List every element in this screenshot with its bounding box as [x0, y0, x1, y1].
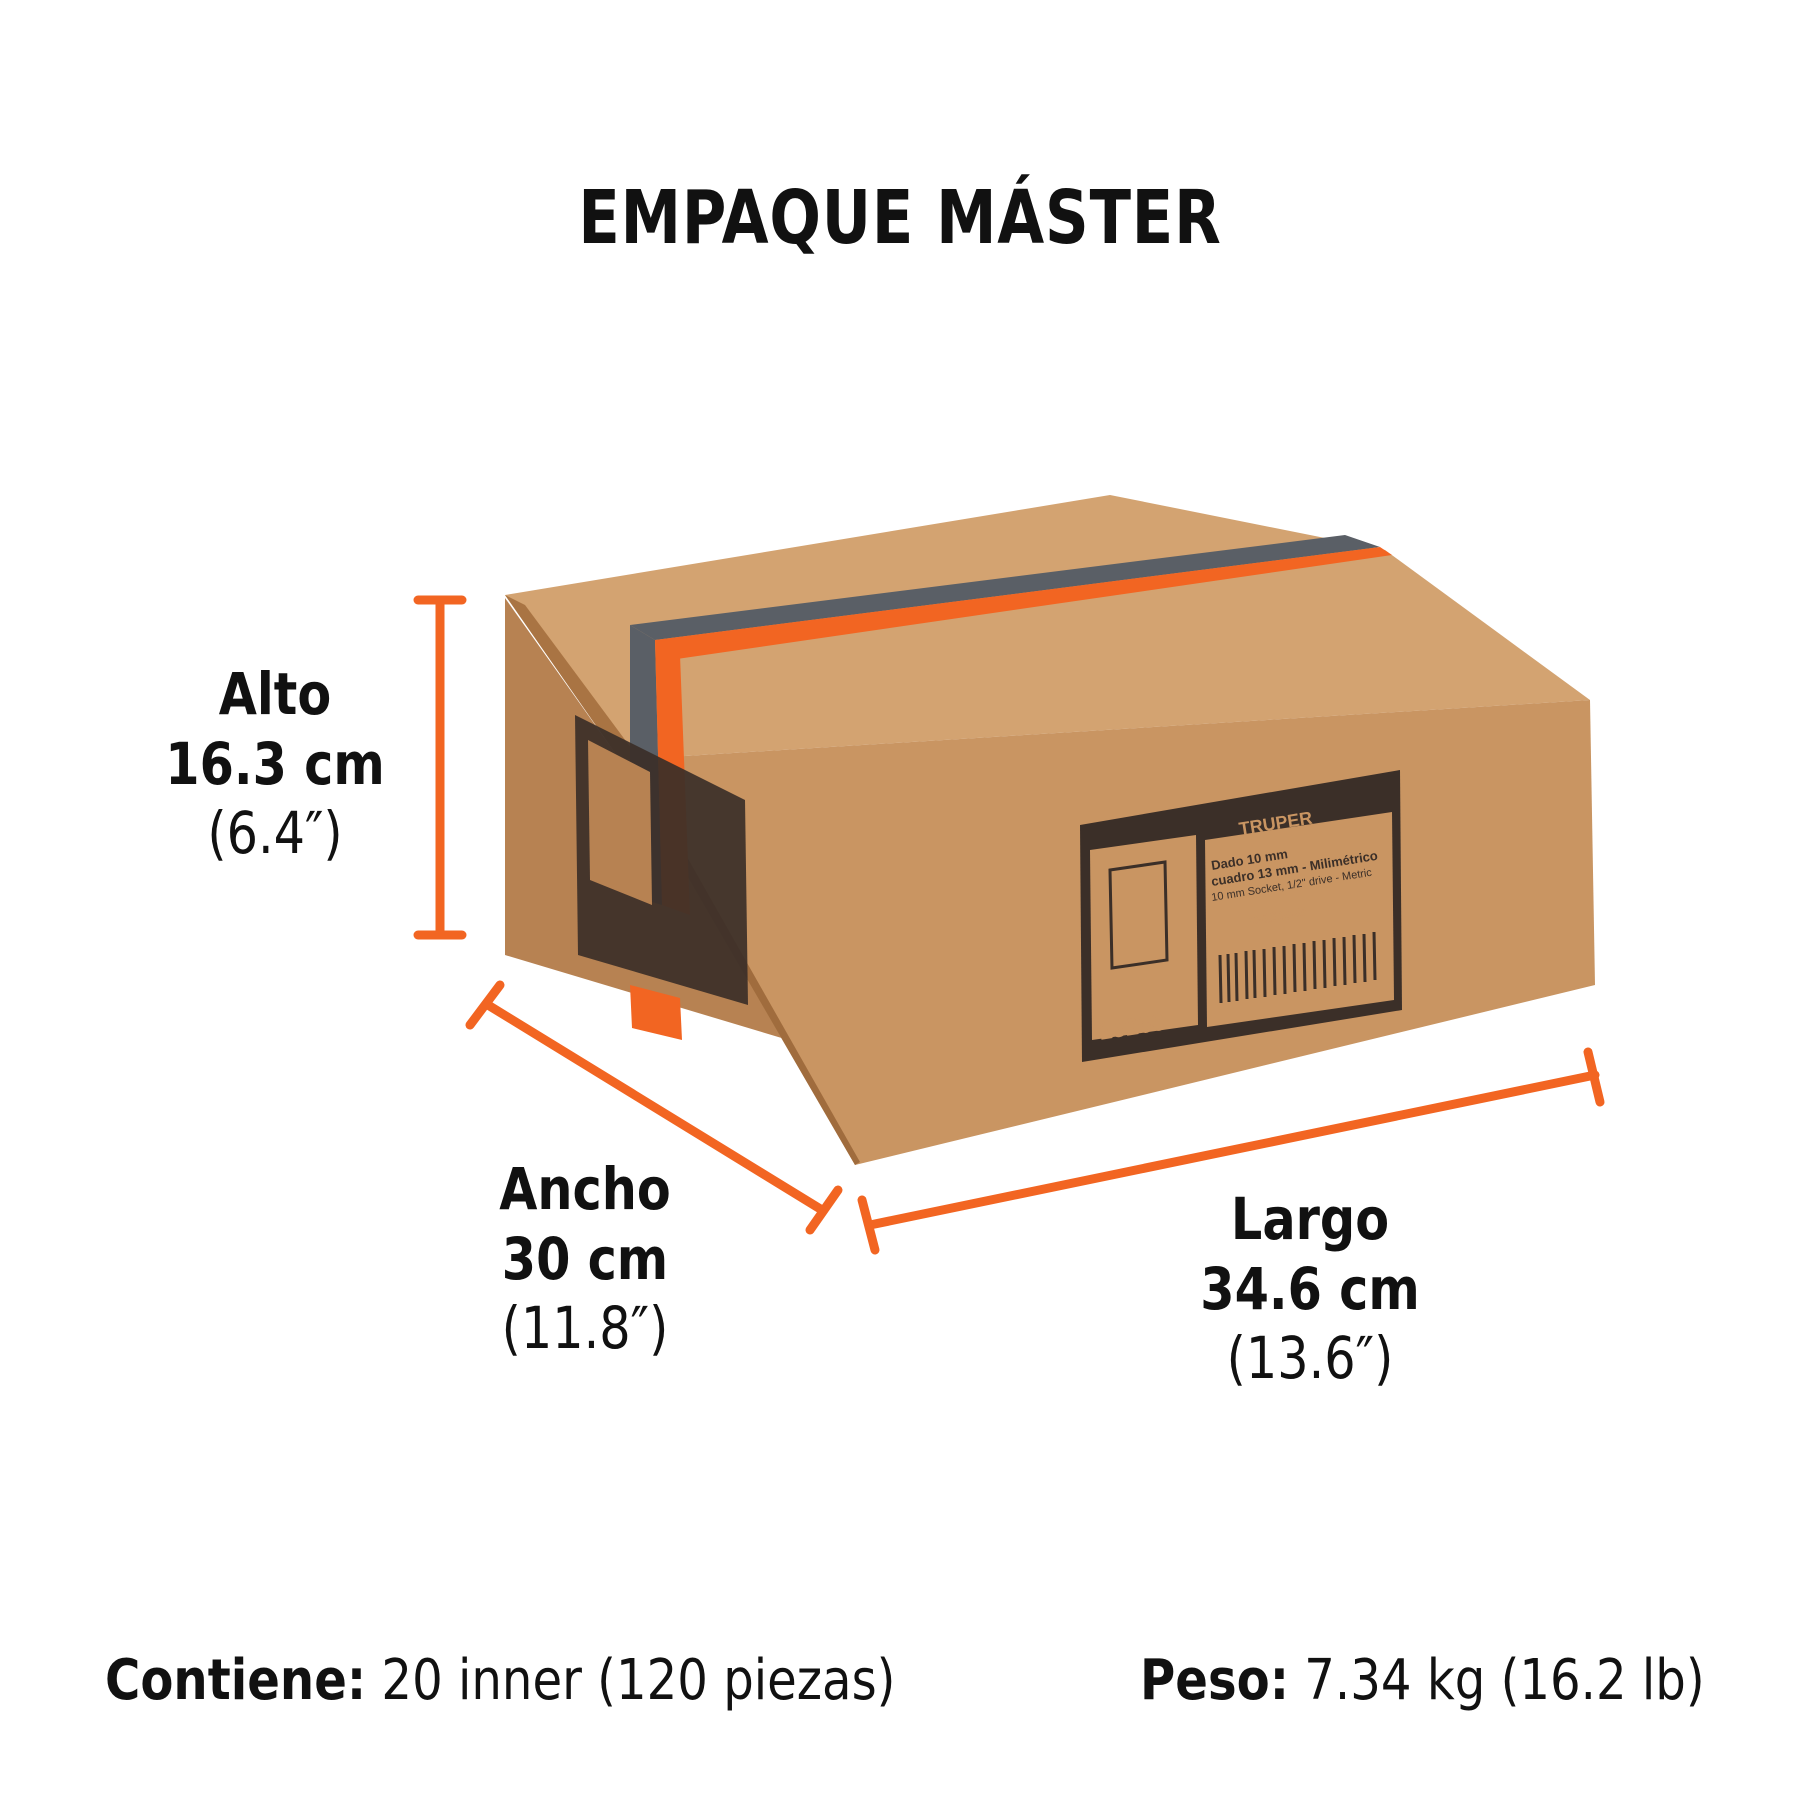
alto-dimension: Alto 16.3 cm (6.4″)	[130, 660, 420, 869]
contents-label: Contiene:	[105, 1648, 367, 1713]
weight-value: 7.34 kg (16.2 lb)	[1288, 1648, 1705, 1713]
ancho-dimension-line	[465, 980, 843, 1235]
tape-orange	[655, 547, 1392, 660]
contents-value: 20 inner (120 piezas)	[366, 1648, 896, 1713]
side-label-inner	[588, 740, 652, 905]
tape-dark	[630, 535, 1380, 640]
page-title: EMPAQUE MÁSTER	[578, 175, 1222, 261]
alto-label: Alto	[218, 660, 332, 728]
largo-imperial: (13.6″)	[1226, 1324, 1394, 1393]
largo-value: 34.6 cm	[1200, 1254, 1420, 1323]
ancho-label: Ancho	[499, 1155, 671, 1223]
largo-label: Largo	[1230, 1185, 1390, 1253]
ancho-dimension: Ancho 30 cm (11.8″)	[440, 1155, 730, 1364]
largo-dimension: Largo 34.6 cm (13.6″)	[1160, 1185, 1460, 1394]
alto-value: 16.3 cm	[165, 729, 385, 798]
ancho-imperial: (11.8″)	[501, 1294, 669, 1363]
alto-dimension-line	[413, 595, 467, 940]
dimension-lines	[413, 595, 1605, 1255]
barcode	[1218, 931, 1377, 1004]
front-label-inner	[1090, 835, 1198, 1040]
weight-info: Peso: 7.34 kg (16.2 lb)	[1140, 1648, 1705, 1713]
alto-imperial: (6.4″)	[207, 799, 343, 868]
weight-label: Peso:	[1140, 1648, 1289, 1713]
ancho-value: 30 cm	[501, 1224, 669, 1293]
largo-dimension-line	[857, 1047, 1605, 1255]
tape-side-bottom	[630, 985, 682, 1040]
box-top-flap	[505, 595, 640, 760]
socket-drawing	[1108, 860, 1169, 970]
front-label-text-area	[1205, 812, 1394, 1027]
contents-info: Contiene: 20 inner (120 piezas)	[105, 1648, 895, 1713]
